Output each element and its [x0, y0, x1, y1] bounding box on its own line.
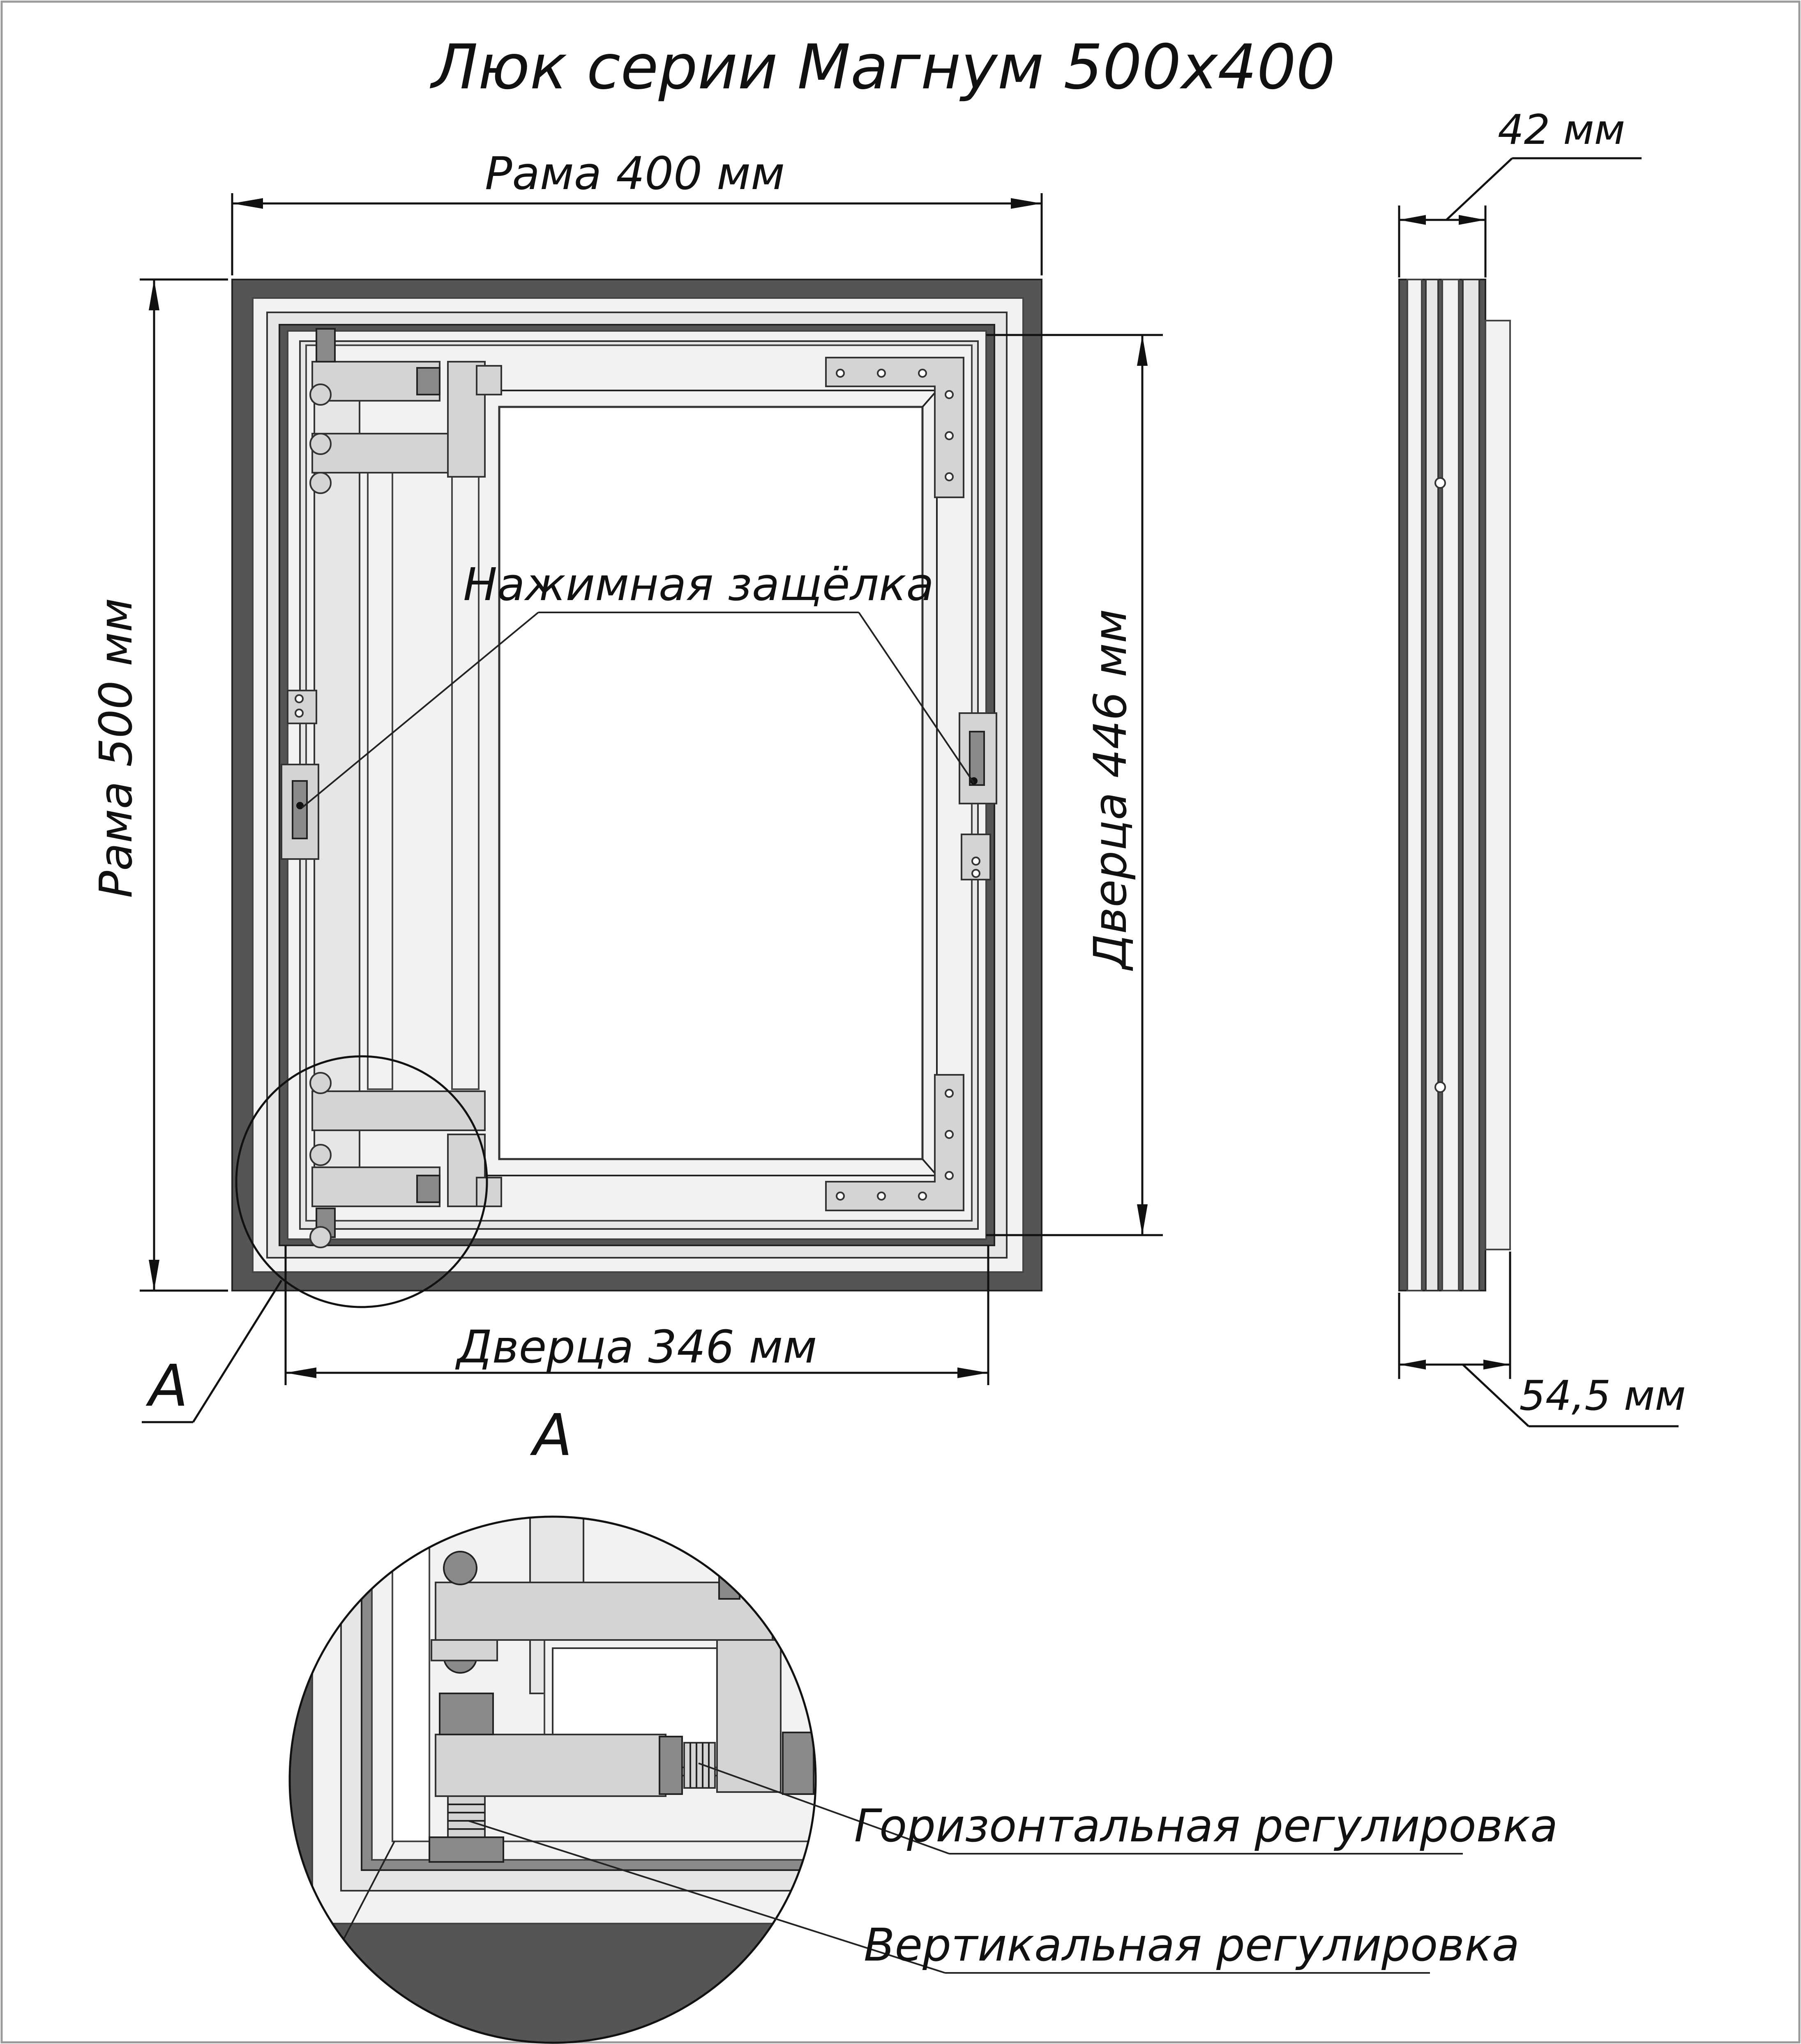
dim-frame-height: Рама 500 мм	[90, 278, 228, 1292]
depth-total-label: 54,5 мм	[1519, 1372, 1686, 1420]
horizontal-adjust-label: Горизонтальная регулировка	[854, 1799, 1558, 1852]
hinge-assembly	[309, 328, 502, 1248]
dim-depth-front: 42 мм	[1398, 106, 1642, 277]
detail-boundary	[288, 1515, 817, 2044]
horizontal-adjust-callout: Горизонтальная регулировка	[698, 1762, 1558, 1855]
vertical-adjust-callout: Вертикальная регулировка	[468, 1820, 1520, 1974]
latch-label: Нажимная защёлка	[463, 558, 934, 611]
door-opening	[498, 406, 924, 1160]
dim-door-width: Дверца 346 мм	[284, 1245, 989, 1385]
detail-marker: А	[145, 1353, 188, 1420]
depth-front-label: 42 мм	[1498, 106, 1625, 154]
dim-depth-total: 54,5 мм	[1398, 1252, 1686, 1427]
dim-frame-width: Рама 400 мм	[231, 147, 1043, 275]
push-latch-right	[959, 712, 997, 880]
dim-door-height: Дверца 446 мм	[986, 334, 1163, 1236]
door-height-label: Дверца 446 мм	[1084, 609, 1137, 971]
horizontal-adjust-spring	[683, 1742, 716, 1789]
latch-callout: Нажимная защёлка	[301, 558, 975, 808]
detail-title: А	[530, 1402, 572, 1469]
frame-width-label: Рама 400 мм	[485, 147, 785, 200]
side-view	[1398, 279, 1511, 1291]
push-latch-left	[281, 690, 319, 860]
vertical-adjust-screw	[429, 1795, 504, 1863]
front-view: А	[142, 279, 1042, 1423]
door-width-label: Дверца 346 мм	[455, 1321, 817, 1373]
corner-plate-bottom	[825, 1074, 964, 1211]
drawing-title: Люк серии Магнум 500х400	[429, 32, 1335, 103]
vertical-adjust-label: Вертикальная регулировка	[864, 1919, 1520, 1971]
frame-height-label: Рама 500 мм	[90, 598, 142, 898]
corner-plate-top	[825, 357, 964, 498]
detail-circle	[235, 1055, 488, 1308]
